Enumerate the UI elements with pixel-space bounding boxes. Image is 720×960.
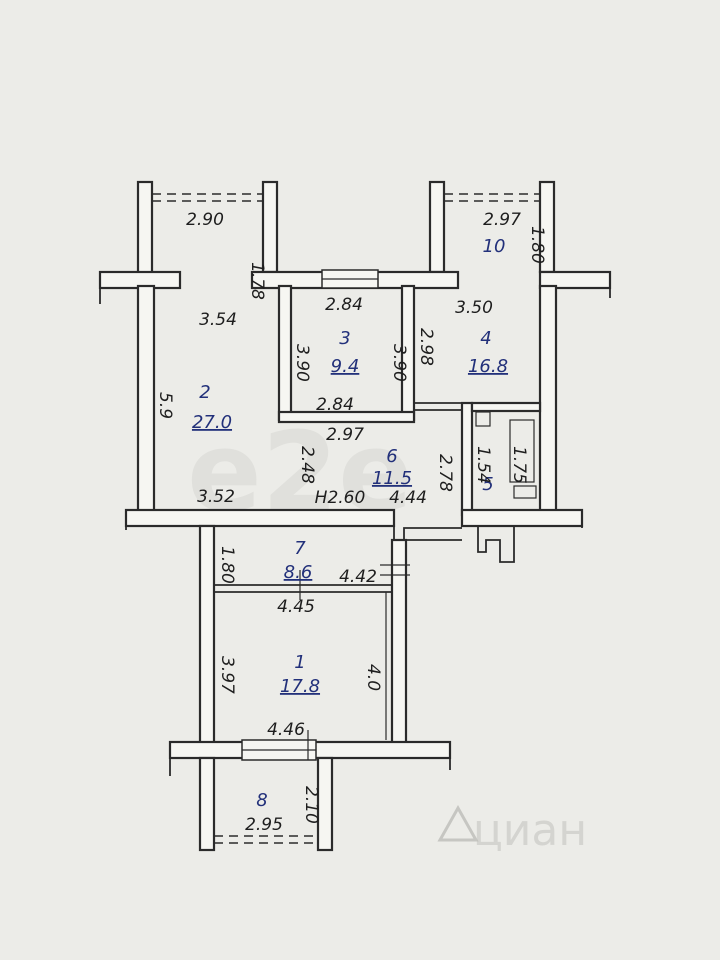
dim-room-4-top: 3.50 bbox=[455, 298, 493, 318]
walls-lower bbox=[168, 524, 462, 852]
dim-room-1-left: 3.97 bbox=[217, 656, 237, 694]
room-1-area: 17.8 bbox=[280, 676, 320, 697]
dim-room-1-bottom: 4.46 bbox=[267, 720, 305, 740]
room-3-number: 3 bbox=[339, 328, 350, 349]
dim-ceiling-height: H2.60 bbox=[315, 488, 366, 508]
balcony-top-left bbox=[136, 180, 279, 288]
room-6-number: 6 bbox=[386, 446, 397, 467]
room-1-number: 1 bbox=[294, 652, 305, 673]
room-4-area: 16.8 bbox=[468, 356, 508, 377]
room-2-area: 27.0 bbox=[192, 412, 232, 433]
dim-room-5-left: 2.78 bbox=[435, 454, 455, 492]
dim-room-3-right: 3.90 bbox=[389, 344, 409, 382]
walls-upper bbox=[98, 269, 612, 563]
balcony-top-right bbox=[428, 180, 556, 274]
watermark-corner: циан bbox=[473, 805, 587, 856]
room-7-number: 7 bbox=[294, 538, 306, 559]
dim-room-6-left: 2.48 bbox=[297, 446, 317, 484]
dim-room-6-top: 2.97 bbox=[326, 425, 364, 445]
dim-balcony-top-left-width: 2.90 bbox=[186, 210, 224, 230]
dim-room-2-bottom: 3.52 bbox=[197, 487, 235, 507]
dim-balcony-bottom-depth: 2.10 bbox=[301, 786, 321, 824]
dim-room-7-side: 1.80 bbox=[217, 546, 237, 584]
dim-room-7-right: 4.42 bbox=[339, 567, 377, 587]
room-7-area: 8.6 bbox=[284, 562, 313, 583]
dim-balcony-top-left-depth: 1.78 bbox=[247, 262, 267, 300]
room-3-area: 9.4 bbox=[331, 356, 360, 377]
watermark-logo-icon bbox=[437, 804, 479, 842]
dim-room-3-bottom: 2.84 bbox=[316, 395, 354, 415]
dim-room-1-right: 4.0 bbox=[363, 664, 383, 691]
room-10-number: 10 bbox=[483, 236, 506, 257]
dim-room-2-top: 3.54 bbox=[199, 310, 237, 330]
dim-room-6-bottom: 4.44 bbox=[389, 488, 427, 508]
dim-balcony-bottom-width: 2.95 bbox=[245, 815, 283, 835]
room-4-number: 4 bbox=[480, 328, 491, 349]
dim-bath-width: 1.75 bbox=[509, 446, 529, 484]
dim-balcony-top-right-width: 2.97 bbox=[483, 210, 521, 230]
room-8-number: 8 bbox=[256, 790, 267, 811]
dim-balcony-top-right-depth: 1.80 bbox=[527, 226, 547, 264]
dim-room-1-top: 4.45 bbox=[277, 597, 315, 617]
dim-room-3-top: 2.84 bbox=[325, 295, 363, 315]
room-5-number: 5 bbox=[482, 474, 493, 495]
dim-room-4-left: 2.98 bbox=[416, 328, 436, 366]
dim-room-5-top: 1.54 bbox=[473, 446, 493, 484]
room-6-area: 11.5 bbox=[372, 468, 412, 489]
room-2-number: 2 bbox=[199, 382, 210, 403]
dim-room-2-side: 5.9 bbox=[155, 392, 175, 419]
dim-room-3-left: 3.90 bbox=[292, 344, 312, 382]
